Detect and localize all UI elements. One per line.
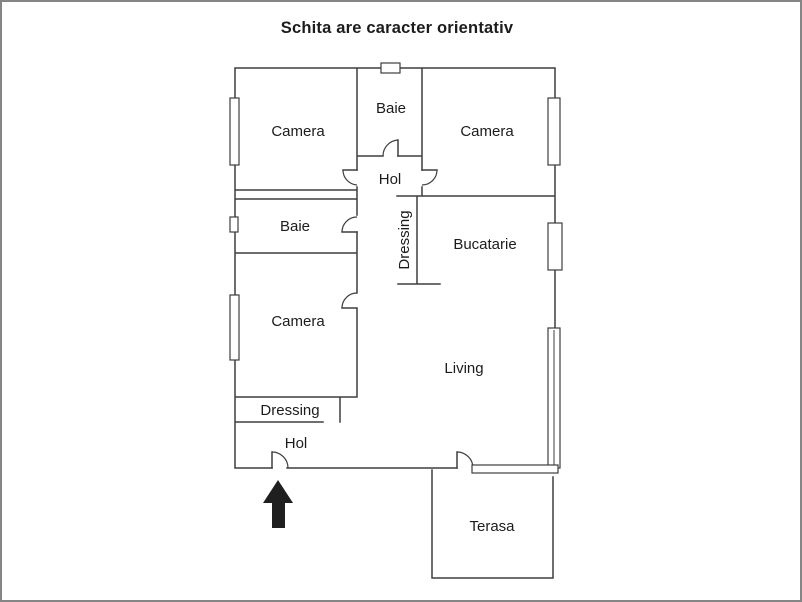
room-label-baie-top: Baie — [376, 100, 406, 117]
door-arc-baie-top — [382, 139, 399, 157]
door-arc-entrance — [271, 451, 289, 469]
room-label-dressing-middle: Dressing — [396, 210, 413, 269]
door-arc-baie-left — [341, 216, 358, 233]
window-terasa-sliding — [471, 464, 559, 474]
room-label-terasa: Terasa — [469, 518, 515, 535]
window-baie-top — [380, 62, 401, 74]
window-camera-top-right — [547, 97, 561, 166]
room-label-hol-bottom: Hol — [285, 435, 308, 452]
window-baie-left — [229, 216, 239, 233]
window-bucatarie — [547, 222, 563, 271]
room-label-camera-top-left: Camera — [271, 123, 325, 140]
door-arc-camera-bottom — [341, 292, 358, 309]
door-arc-hol-left — [342, 169, 358, 186]
room-label-bucatarie: Bucatarie — [453, 236, 516, 253]
entrance-arrow-icon — [263, 480, 293, 528]
window-camera-bottom-left — [229, 294, 240, 361]
door-arc-hol-right — [421, 169, 438, 186]
door-leaf-lines — [271, 139, 458, 469]
plan-title: Schita are caracter orientativ — [281, 19, 514, 37]
room-label-living: Living — [444, 360, 483, 377]
room-label-hol-top: Hol — [379, 171, 402, 188]
window-camera-top-left — [229, 97, 240, 166]
room-label-camera-bottom-left: Camera — [271, 313, 325, 330]
room-label-camera-top-right: Camera — [460, 123, 514, 140]
room-label-baie-left: Baie — [280, 218, 310, 235]
room-label-dressing-bottom: Dressing — [260, 402, 319, 419]
